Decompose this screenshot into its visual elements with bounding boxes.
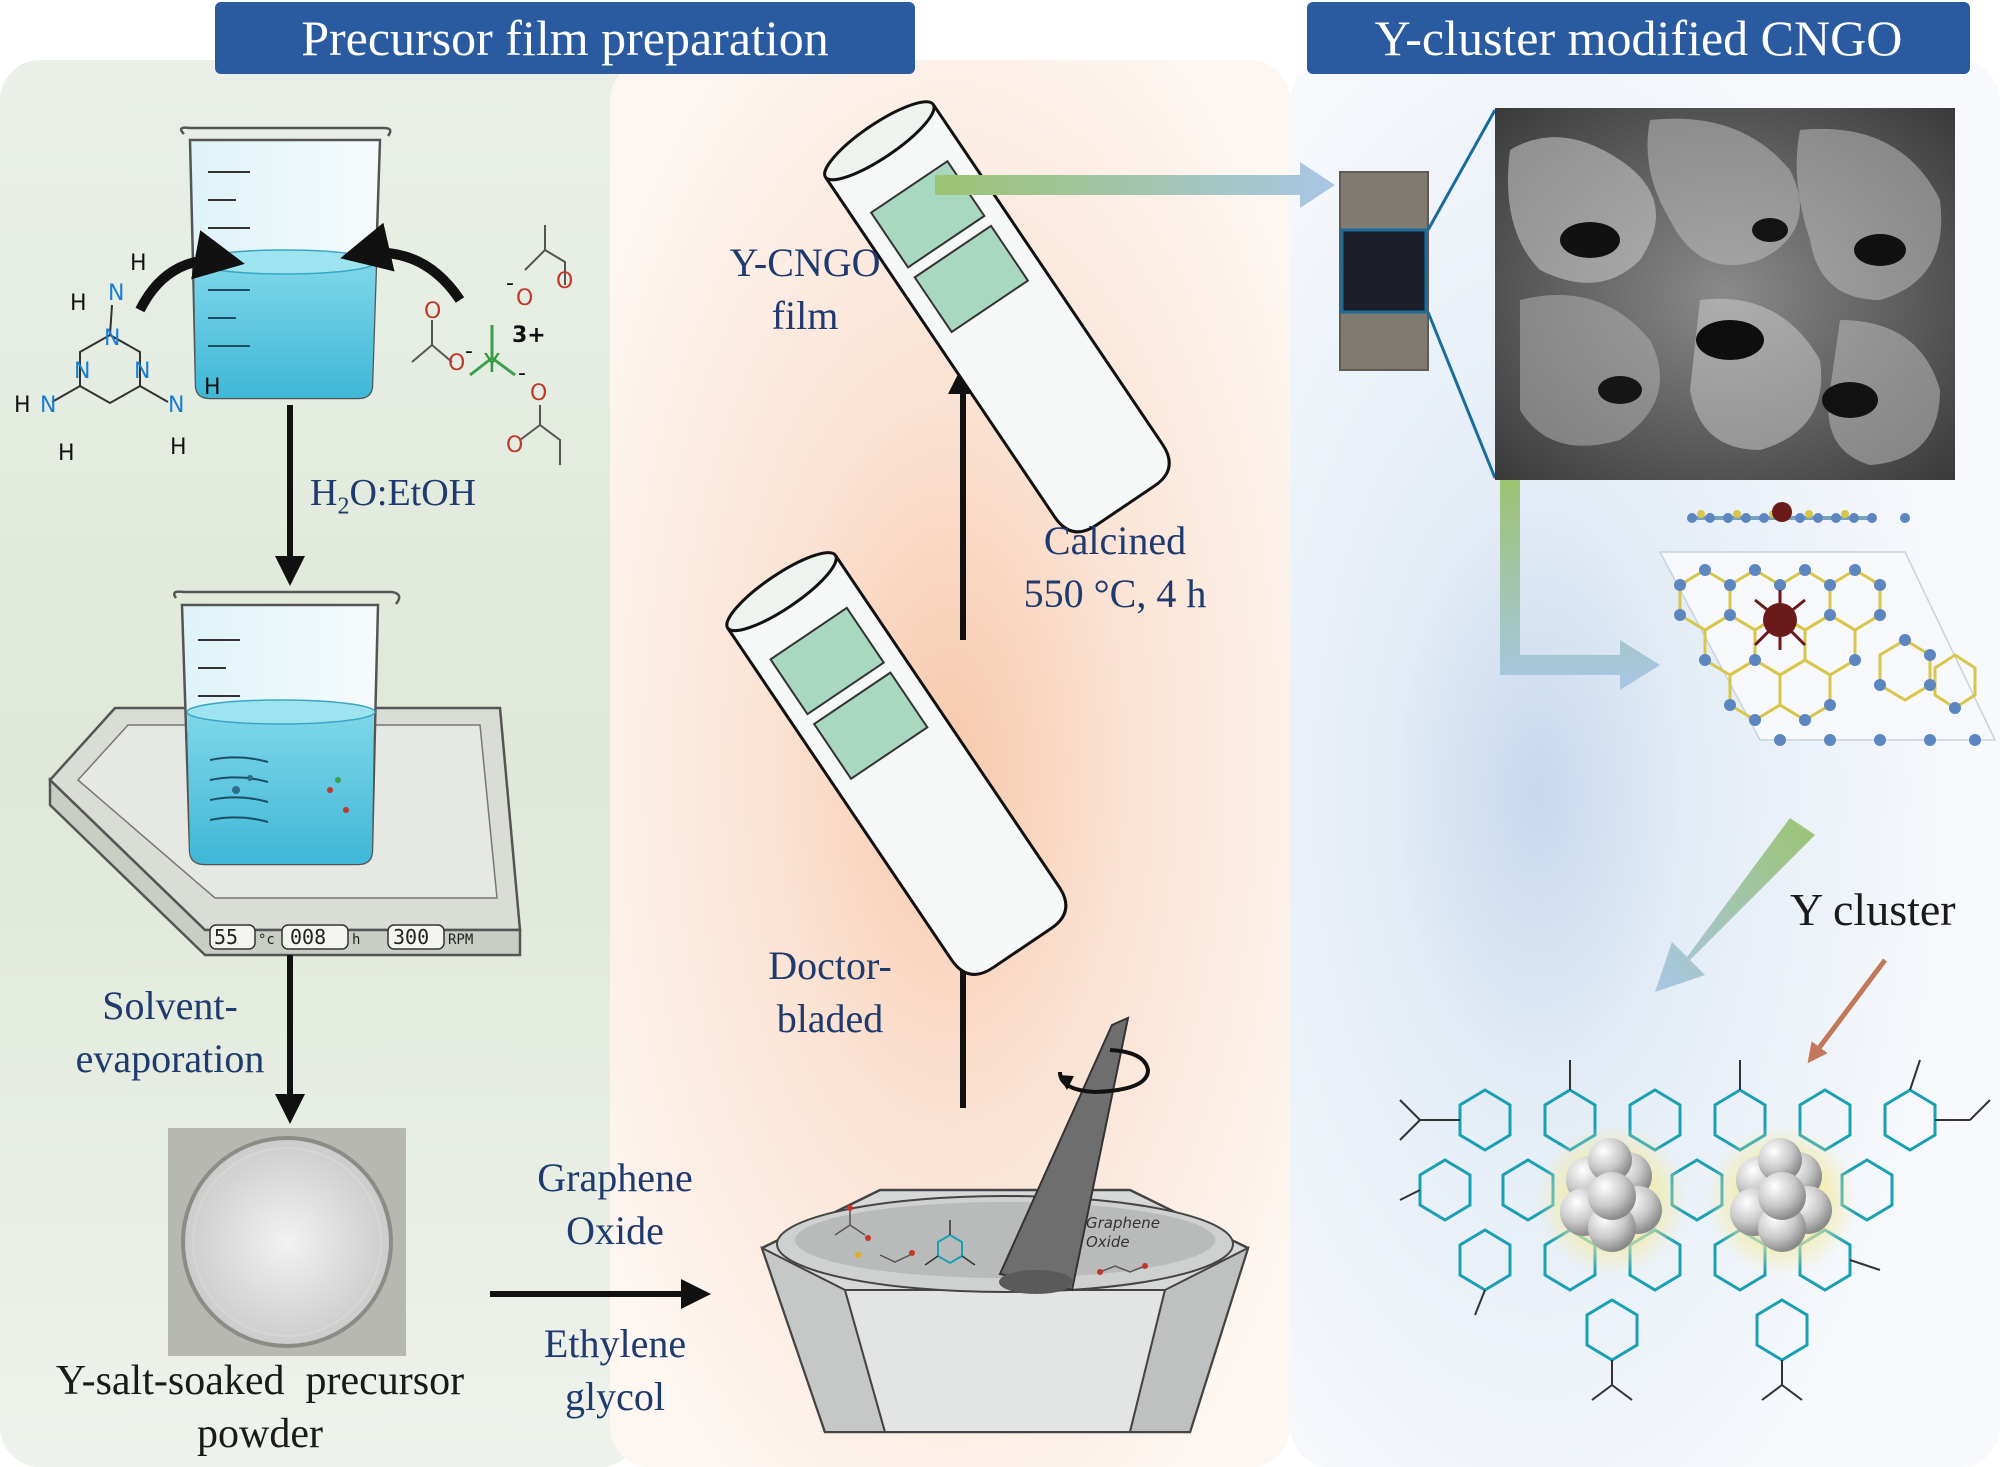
label-ycngo-film-line2: film [771,292,839,338]
label-precursor-powder: Y-salt-soaked precursor powder [10,1355,510,1460]
zoom-line-top [1426,109,1497,231]
label-calcined: Calcined 550 °C, 4 h [985,515,1245,621]
label-graphene-oxide-line1: Graphene [537,1155,693,1200]
label-solvent-mix: H2O:EtOH [310,472,477,520]
acetate-o-2: O [516,286,533,311]
label-ycngo-film-line1: Y-CNGO [729,240,881,285]
pestle-icon [998,1016,1151,1294]
header-left-text: Precursor film preparation [301,10,829,66]
y-cluster-pointer [1807,958,1887,1064]
label-solvent-evaporation: Solvent- evaporation [40,980,300,1086]
acetate-o-6: O [506,433,523,458]
beaker-stirring-icon [173,590,401,866]
label-precursor-powder-line1: Y-salt-soaked precursor [55,1358,465,1404]
acetate-o-5: O [530,381,547,406]
structure-side-view [1687,502,1910,523]
header-y-cluster-modified-cngo: Y-cluster modified CNGO [1307,2,1970,74]
mortar-contents: Graphene Oxide [834,1205,1160,1275]
yttrium-charge: 3+ [512,323,546,348]
header-precursor-film-preparation: Precursor film preparation [215,2,915,74]
amine-h-3: H [14,393,31,418]
yttrium-symbol: Y [483,349,500,379]
mix-arrow-right [340,222,465,303]
label-ethylene-glycol: Ethylene glycol [505,1318,725,1424]
y-cluster-right [1730,1138,1832,1252]
mortar-text-line2: Oxide [1086,1233,1130,1251]
amine-h-6: H [170,435,187,460]
acetate-o-1: O [556,269,573,294]
time-unit: h [352,932,360,948]
melamine-n3: N [134,359,150,384]
melamine-n1: N [104,326,120,351]
label-graphene-oxide: Graphene Oxide [505,1152,725,1258]
zoom-line-bottom [1426,311,1497,479]
ycngo-film-sample [1339,171,1429,371]
precursor-powder-photo [168,1128,406,1356]
mix-arrow-left [135,230,245,313]
label-doctor-bladed-line2: bladed [776,995,884,1041]
time-readout: 008 [290,925,326,949]
melamine-molecule-icon: N N N N N N H H H H H H [14,251,221,466]
test-tube-doctor-bladed [725,551,1068,976]
amine-h-5: H [204,375,221,400]
yttrium-acetate-icon: Y 3+ O O - O O - O O - [411,225,573,465]
speed-unit: RPM [448,932,473,948]
acetate-minus-2: - [465,339,473,364]
temp-unit: °c [258,932,275,948]
y-cluster-left [1560,1138,1662,1252]
header-right-text: Y-cluster modified CNGO [1374,10,1903,66]
label-y-cluster: Y cluster [1790,884,1956,935]
amine-h-2: H [130,251,147,276]
label-doctor-bladed-line1: Doctor- [768,943,892,988]
temp-readout-box [209,924,256,950]
melamine-n2: N [74,359,90,384]
label-ycngo-film: Y-CNGO film [700,237,910,343]
structure-top-view [1658,551,1997,746]
arrow-tube-to-sample [935,162,1335,208]
amine-h-4: H [58,441,75,466]
acetate-minus-1: - [506,271,514,296]
arrow-to-final-structure [1655,818,1815,992]
label-calcined-line2: 550 °C, 4 h [1023,570,1207,616]
arrow-sem-to-structure [1500,480,1660,690]
label-solvent-evaporation-line2: evaporation [75,1035,265,1081]
amine-n-left: N [40,393,56,418]
final-lattice-structure [1399,1059,1991,1401]
amine-h-1: H [70,291,87,316]
acetate-o-3: O [424,299,441,324]
speed-readout: 300 [393,925,429,949]
sem-image [1495,108,1955,480]
mortar-icon [760,1188,1250,1434]
label-graphene-oxide-line2: Oxide [566,1207,664,1253]
mortar-text-line1: Graphene [1086,1214,1160,1232]
label-ethylene-glycol-line2: glycol [565,1373,665,1419]
acetate-o-4: O [448,351,465,376]
speed-readout-box [387,924,445,950]
beaker-solution-icon [179,126,392,400]
label-calcined-line1: Calcined [1043,518,1187,563]
temp-readout: 55 [214,925,238,949]
stirrer-display: 55 °c 008 h 300 RPM [209,924,473,950]
label-solvent-evaporation-line1: Solvent- [102,983,238,1028]
label-doctor-bladed: Doctor- bladed [720,940,940,1046]
label-precursor-powder-line2: powder [197,1410,323,1457]
amine-n-top: N [108,281,124,306]
acetate-minus-3: - [518,361,526,386]
amine-n-right: N [168,393,184,418]
label-ethylene-glycol-line1: Ethylene [543,1321,687,1366]
time-readout-box [281,924,349,950]
